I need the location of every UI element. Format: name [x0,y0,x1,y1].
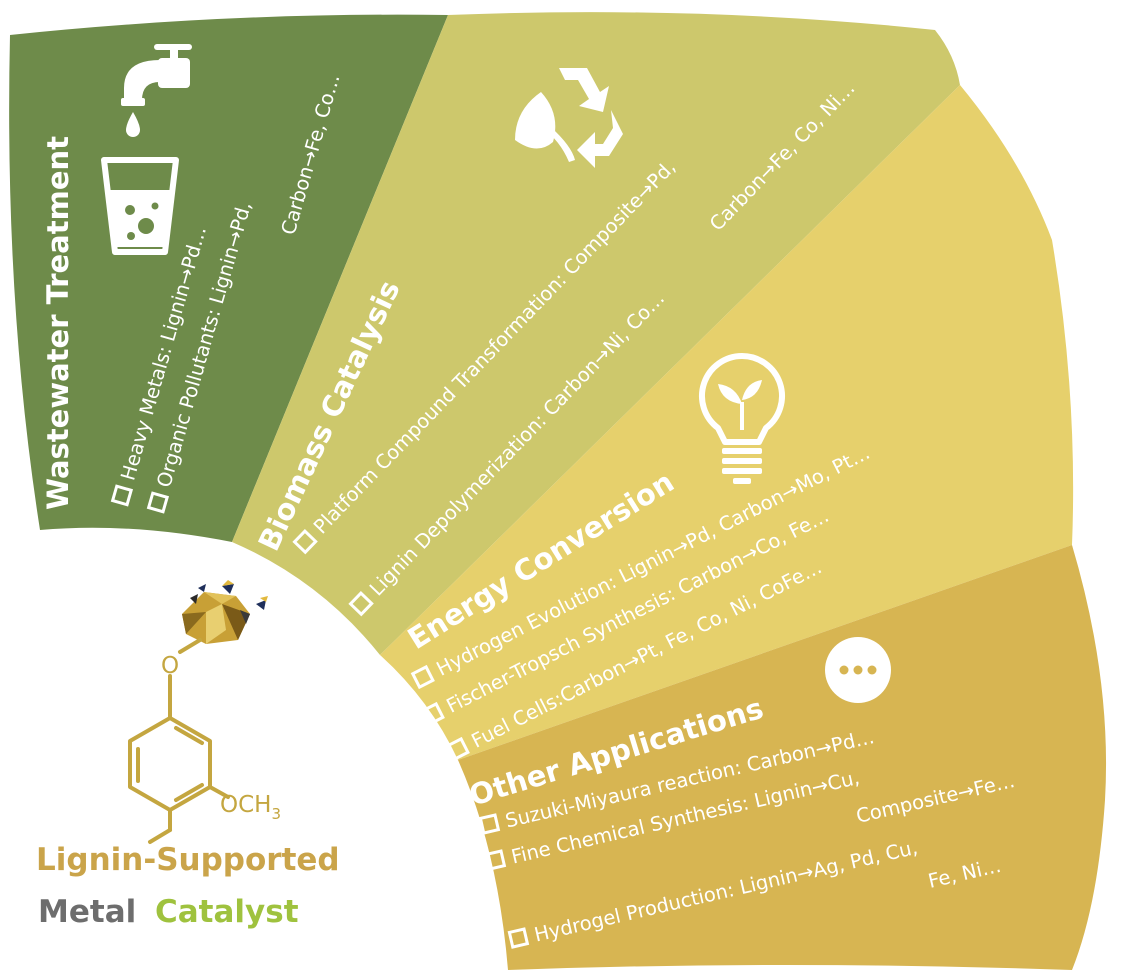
checkbox-icon [292,528,318,555]
checkbox-icon [507,927,530,949]
checkbox-icon [445,736,470,762]
more-dots-icon [825,637,891,703]
sector-biomass [232,12,960,655]
oxygen-atom-label: O [161,653,179,679]
water-glass-icon [101,157,179,255]
metal-nanoparticle-icon [182,580,268,644]
catalyst-label-catalyst: Catalyst [155,894,299,930]
checkbox-icon [478,813,501,835]
checkbox-icon [484,849,507,871]
checkbox-icon [348,590,374,617]
checkbox-icon [146,491,170,514]
catalyst-label-metal: Metal [38,894,136,930]
methoxy-label: OCH3 [220,792,281,823]
catalyst-label-line1: Lignin-Supported [36,842,340,878]
sector-energy [380,85,1074,760]
checkbox-icon [110,484,134,507]
checkbox-icon [420,701,445,727]
checkbox-icon [410,664,435,690]
lignin-molecule-structure [128,638,230,844]
faucet-icon [121,44,192,137]
lightbulb-plant-icon [699,353,785,484]
sector-wastewater [9,14,449,542]
sector-other [458,545,1107,970]
recycle-leaf-icon [515,68,623,168]
wastewater-title: Wastewater Treatment [41,136,75,510]
